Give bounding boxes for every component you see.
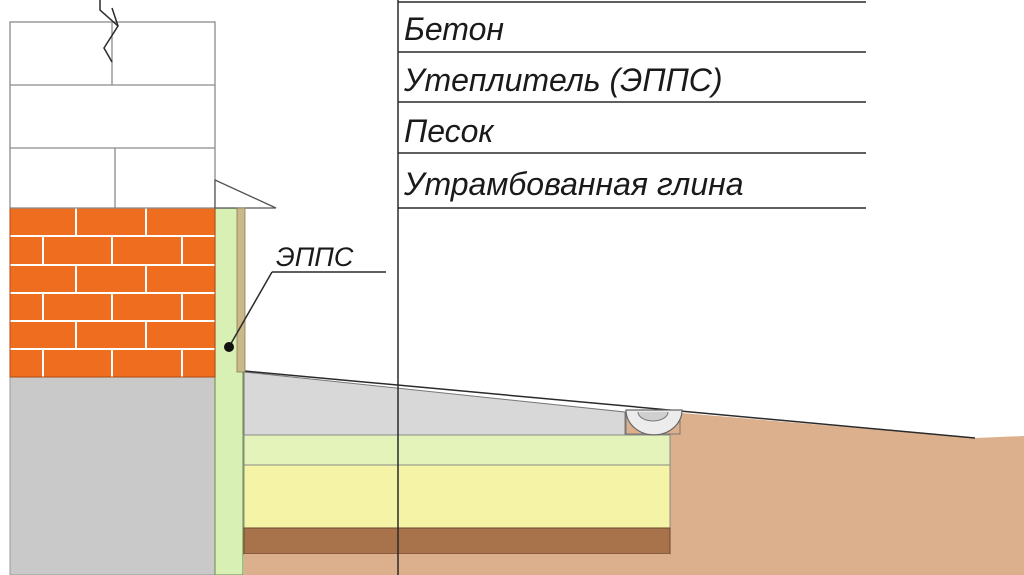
clay-layer: [243, 527, 671, 555]
callout-label-epps: ЭППС: [276, 242, 354, 272]
flashing: [214, 178, 277, 209]
block-wall: [9, 21, 216, 209]
epps-protective-strip: [236, 207, 246, 373]
sand-layer: [243, 464, 671, 529]
clay-below: [244, 554, 670, 575]
concrete-layer: [243, 371, 626, 436]
callout-dot: [224, 342, 234, 352]
ground-soil: [670, 412, 1024, 575]
legend-label-clay: Утрамбованная глина: [403, 166, 744, 202]
legend-label-insulation: Утеплитель (ЭППС): [403, 62, 723, 98]
legend-label-concrete: Бетон: [404, 11, 504, 47]
legend-label-sand: Песок: [404, 113, 495, 149]
insulation-layer: [243, 434, 671, 466]
brick-wall: [9, 207, 216, 378]
foundation-block: [9, 376, 216, 575]
